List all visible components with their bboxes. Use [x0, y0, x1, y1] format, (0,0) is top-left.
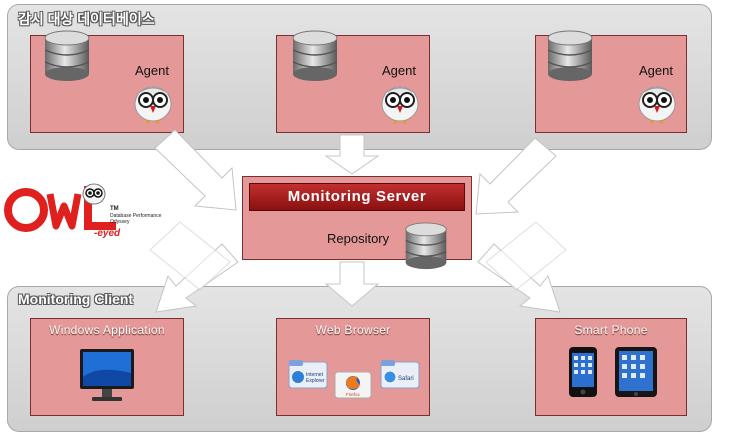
client-title-windows: Windows Application	[49, 323, 165, 337]
repository-label: Repository	[327, 231, 390, 246]
monitor-icon	[80, 349, 134, 401]
safari-icon: Safari	[380, 360, 420, 389]
arrow-shadow-left	[149, 221, 231, 291]
agent-label-1: Agent	[135, 63, 169, 78]
svg-text:Explorer: Explorer	[306, 378, 325, 384]
firefox-icon: Firefox	[334, 371, 372, 399]
smartphone-icon	[569, 347, 597, 397]
arrow-agent1-to-server	[154, 129, 237, 211]
arrow-agent2-to-server	[324, 134, 380, 175]
owl-icon	[381, 86, 419, 124]
svg-text:-eyed: -eyed	[94, 228, 121, 239]
database-icon	[547, 30, 593, 81]
owl-icon	[134, 86, 172, 124]
logo-tagline-1: Database Performance	[110, 213, 162, 219]
internet-explorer-icon: Internet Explorer	[288, 360, 328, 389]
agent-label-2: Agent	[382, 63, 416, 78]
repository-database-icon	[405, 222, 447, 270]
svg-text:Firefox: Firefox	[346, 392, 361, 397]
svg-text:Safari: Safari	[398, 376, 414, 382]
arrow-agent3-to-server	[475, 137, 557, 215]
monitoring-client-title: Monitoring Client	[18, 291, 134, 307]
monitored-databases-title: 감시 대상 데이터베이스	[18, 11, 155, 27]
client-title-web: Web Browser	[315, 323, 391, 337]
owl-icon	[638, 86, 676, 124]
logo-tagline-2: Odyssey	[110, 219, 130, 225]
database-icon	[44, 30, 90, 81]
client-title-phone: Smart Phone	[574, 323, 648, 337]
database-icon	[292, 30, 338, 81]
logo-tm: TM	[110, 206, 119, 212]
svg-text:Internet: Internet	[306, 372, 324, 378]
arrow-server-to-web	[324, 261, 380, 307]
tablet-icon	[615, 347, 657, 397]
client-box-phone: Smart Phone	[535, 318, 687, 416]
monitoring-server-title: Monitoring Server	[249, 183, 465, 211]
owl-eyed-logo: -eyed	[4, 183, 121, 239]
agent-label-3: Agent	[639, 63, 673, 78]
arrow-shadow-right	[485, 221, 567, 291]
